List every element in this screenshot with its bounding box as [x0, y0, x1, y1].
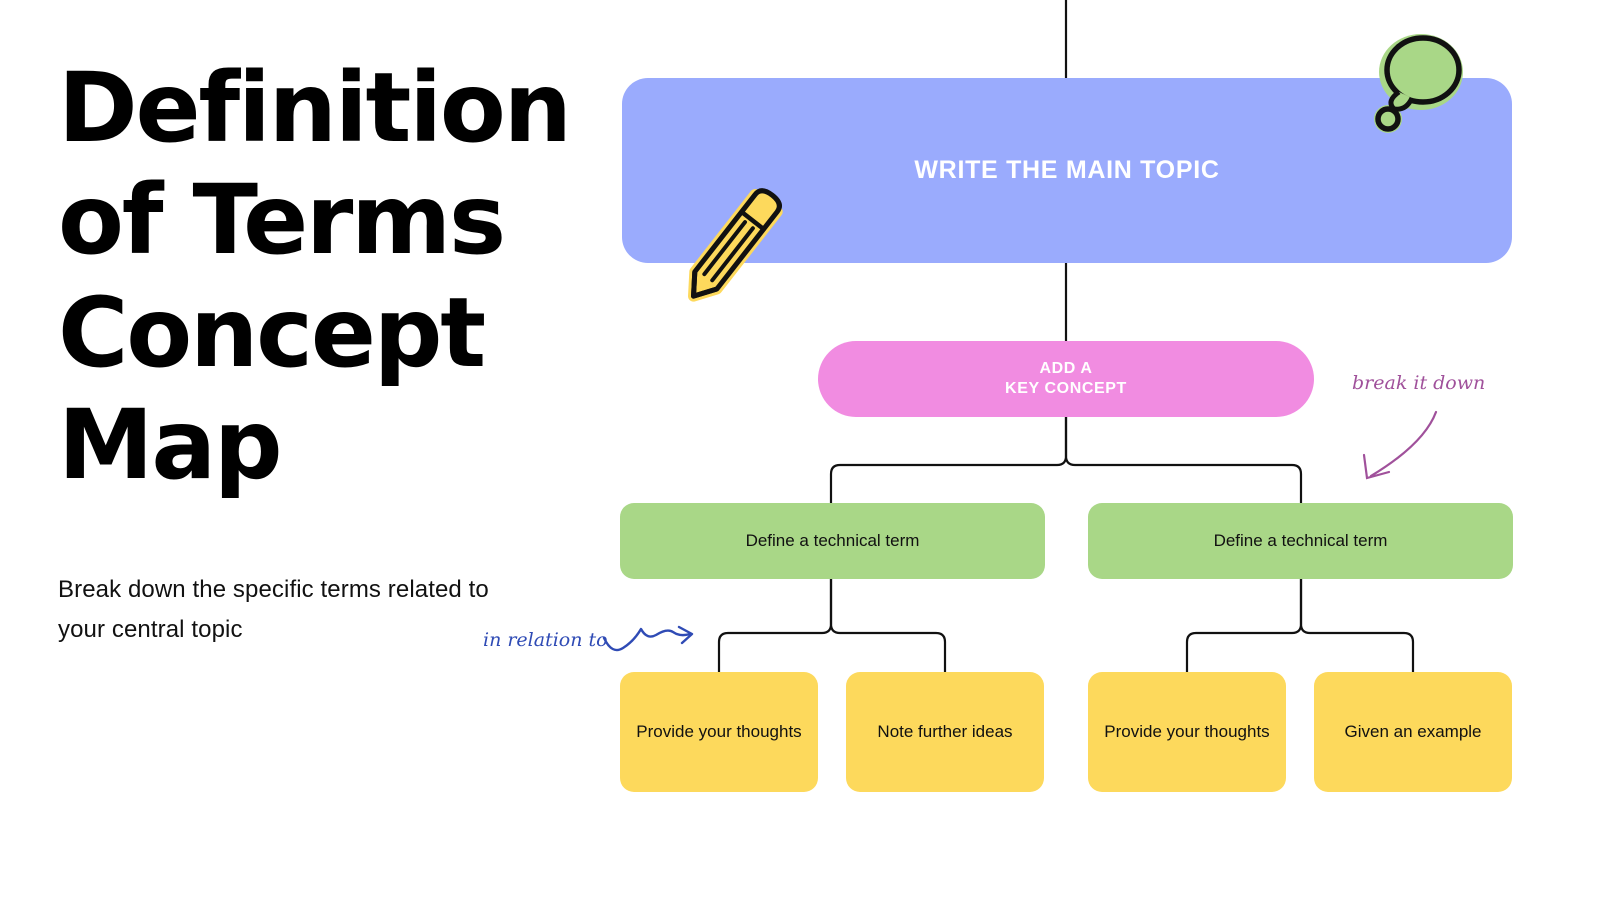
annotation-break-it-down: break it down	[1352, 372, 1486, 394]
connector-term1-to-detail-1	[717, 577, 833, 674]
node-detail-4[interactable]: Given an example	[1314, 672, 1512, 792]
node-technical-term-2[interactable]: Define a technical term	[1088, 503, 1513, 579]
arrow-break-it-down	[1362, 410, 1438, 480]
node-main-topic-label: WRITE THE MAIN TOPIC	[914, 156, 1220, 184]
node-key-concept-line2: KEY CONCEPT	[1005, 380, 1127, 397]
connector-term1-to-detail-2	[829, 577, 947, 674]
annotation-in-relation-to: in relation to	[483, 629, 608, 651]
arrow-in-relation-to	[602, 625, 694, 652]
node-detail-3[interactable]: Provide your thoughts	[1088, 672, 1286, 792]
node-technical-term-1-label: Define a technical term	[745, 531, 920, 550]
page-title: Definition of Terms Concept Map	[58, 52, 572, 501]
title-block: Definition of Terms Concept Map	[58, 52, 572, 501]
node-technical-term-1[interactable]: Define a technical term	[620, 503, 1045, 579]
node-detail-2-label: Note further ideas	[877, 722, 1013, 741]
node-key-concept-line1: ADD A	[1039, 359, 1093, 377]
connector-term2-to-detail-3	[1185, 577, 1303, 674]
node-technical-term-2-label: Define a technical term	[1213, 531, 1388, 550]
node-key-concept-label: ADD A KEY CONCEPT	[1005, 359, 1127, 400]
node-detail-4-label: Given an example	[1344, 722, 1482, 741]
node-main-topic[interactable]: WRITE THE MAIN TOPIC	[622, 78, 1512, 263]
node-detail-2[interactable]: Note further ideas	[846, 672, 1044, 792]
node-detail-3-label: Provide your thoughts	[1104, 722, 1270, 741]
connector-term2-to-detail-4	[1299, 577, 1415, 674]
connector-key-to-term-1	[829, 415, 1068, 505]
connector-key-to-term-2	[1064, 415, 1303, 505]
node-key-concept[interactable]: ADD A KEY CONCEPT	[818, 341, 1314, 417]
node-detail-1-label: Provide your thoughts	[636, 722, 802, 741]
node-detail-1[interactable]: Provide your thoughts	[620, 672, 818, 792]
page-subtitle: Break down the specific terms related to…	[58, 576, 489, 643]
